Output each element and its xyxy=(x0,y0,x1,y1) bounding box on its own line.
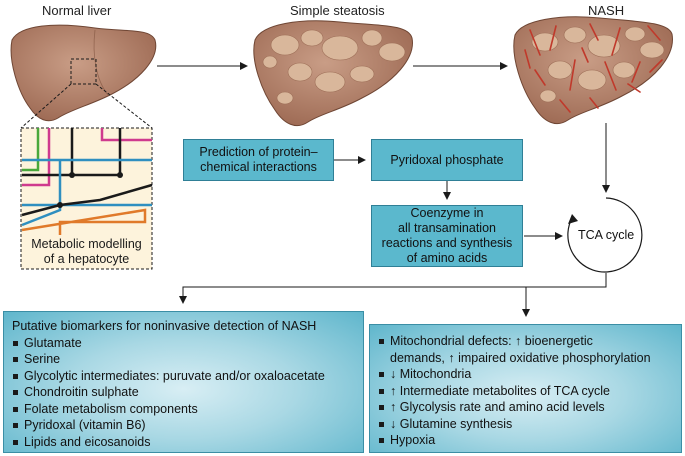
metabolic-network-inset xyxy=(20,127,153,270)
list-item: ↑ Intermediate metabolites of TCA cycle xyxy=(378,383,673,400)
list-item: Folate metabolism components xyxy=(12,401,355,418)
prediction-line-2: chemical interactions xyxy=(200,160,317,174)
list-item: Pyridoxal (vitamin B6) xyxy=(12,417,355,434)
consequence-line: Mitochondrial defects: ↑ bioenergetic xyxy=(390,334,593,348)
coenzyme-line-3: reactions and synthesis xyxy=(381,236,513,250)
biomarkers-list: Glutamate Serine Glycolytic intermediate… xyxy=(12,335,355,451)
tca-cycle-circle xyxy=(567,197,643,273)
list-item: Glycolytic intermediates: puruvate and/o… xyxy=(12,368,355,385)
inset-caption: Metabolic modelling of a hepatocyte xyxy=(21,237,152,267)
list-item: ↓ Glutamine synthesis xyxy=(378,416,673,433)
coenzyme-line-2: all transamination xyxy=(398,221,496,235)
nash-liver xyxy=(513,16,673,124)
tca-cycle-label: TCA cycle xyxy=(578,228,635,242)
coenzyme-box: Coenzyme in all transamination reactions… xyxy=(371,205,523,267)
pyridoxal-phosphate-box: Pyridoxal phosphate xyxy=(371,139,523,181)
list-item: ↑ Glycolysis rate and amino acid levels xyxy=(378,399,673,416)
list-item: Hypoxia xyxy=(378,432,673,449)
pyridoxal-phosphate-label: Pyridoxal phosphate xyxy=(390,152,504,167)
label-normal-liver: Normal liver xyxy=(42,3,112,18)
inset-caption-line-1: Metabolic modelling xyxy=(31,237,142,251)
zoom-square xyxy=(70,58,97,85)
biomarkers-box: Putative biomarkers for noninvasive dete… xyxy=(3,311,364,453)
label-nash: NASH xyxy=(588,3,625,18)
prediction-box: Prediction of protein– chemical interact… xyxy=(183,139,334,181)
arrow-to-biomarkers xyxy=(179,273,607,304)
consequences-box: Mitochondrial defects: ↑ bioenergetic de… xyxy=(369,324,682,453)
list-item: Mitochondrial defects: ↑ bioenergetic de… xyxy=(378,333,673,366)
list-item: Glutamate xyxy=(12,335,355,352)
biomarkers-title: Putative biomarkers for noninvasive dete… xyxy=(12,319,317,333)
list-item: Serine xyxy=(12,351,355,368)
list-item: ↓ Mitochondria xyxy=(378,366,673,383)
inset-caption-line-2: of a hepatocyte xyxy=(43,252,130,266)
list-item: Lipids and eicosanoids xyxy=(12,434,355,451)
prediction-line-1: Prediction of protein– xyxy=(199,145,318,159)
steatosis-liver xyxy=(253,20,413,126)
coenzyme-line-1: Coenzyme in xyxy=(410,206,484,220)
list-item: Chondroitin sulphate xyxy=(12,384,355,401)
consequence-line: demands, ↑ impaired oxidative phosphoryl… xyxy=(390,350,651,365)
normal-liver xyxy=(10,24,157,122)
label-simple-steatosis: Simple steatosis xyxy=(290,3,385,18)
consequences-list: Mitochondrial defects: ↑ bioenergetic de… xyxy=(378,333,673,449)
coenzyme-line-4: of amino acids xyxy=(406,251,488,265)
